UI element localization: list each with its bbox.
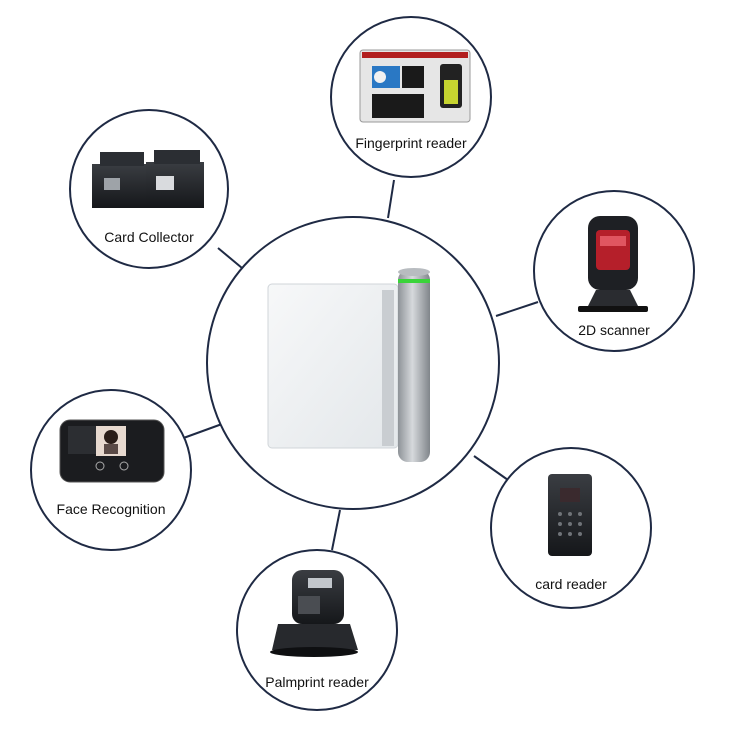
connectors [177, 179, 539, 551]
node-scanner [533, 190, 695, 352]
node-fingerprint [330, 16, 492, 178]
center-node [206, 216, 500, 510]
connector-scanner [495, 301, 539, 317]
connector-face [177, 423, 223, 441]
connector-card-collector [217, 247, 243, 269]
scanner-device-image [578, 216, 648, 312]
connector-palmprint [331, 509, 341, 551]
node-palmprint [236, 549, 398, 711]
node-card-reader [490, 447, 652, 609]
label-card-reader: card reader [535, 576, 607, 592]
label-fingerprint: Fingerprint reader [355, 135, 467, 151]
node-face [30, 389, 192, 551]
node-card-collector [69, 109, 229, 269]
palmprint-device-image [270, 570, 358, 657]
label-face: Face Recognition [56, 501, 166, 517]
label-card-collector: Card Collector [104, 229, 194, 245]
label-palmprint: Palmprint reader [265, 674, 369, 690]
connector-card-reader [473, 455, 509, 481]
card-collector-device-image [92, 150, 204, 208]
card-reader-device-image [548, 474, 592, 556]
turnstile-gate-image [267, 268, 430, 462]
fingerprint-device-image [359, 49, 471, 123]
label-scanner: 2D scanner [578, 322, 650, 338]
connector-fingerprint [387, 179, 395, 219]
face-device-image [59, 419, 165, 483]
indicator-light [398, 279, 430, 283]
